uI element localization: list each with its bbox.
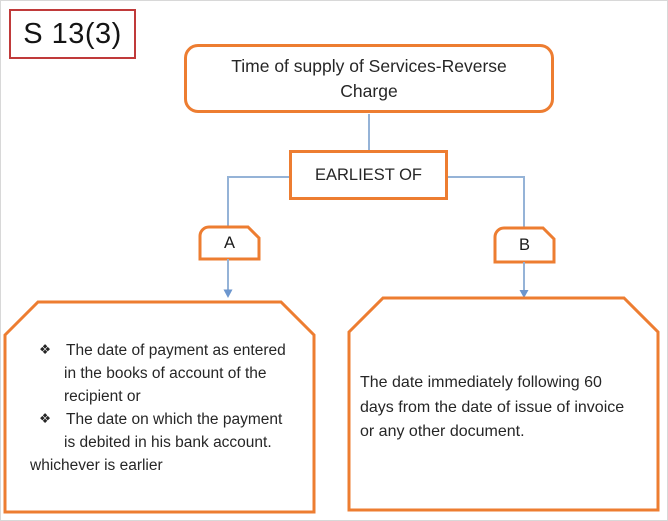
left-detail-box-shape [3, 300, 316, 514]
right-detail-box-shape [347, 296, 660, 512]
bullet-item-text: in the books of account of the [64, 365, 267, 382]
footer-note-text: whichever is earlier [30, 457, 163, 474]
title-line-2: Charge [340, 80, 398, 101]
title-line-1: Time of supply of Services-Reverse [231, 55, 507, 76]
footer-note: whichever is earlier [30, 454, 326, 477]
bullet-item-text: The date of payment as entered [66, 342, 286, 359]
section-badge-label: S 13(3) [23, 17, 122, 50]
branch-b-node-shape [493, 226, 556, 264]
bullet-item-text: is debited in his bank account. [64, 434, 272, 451]
bullet-item-text: The date on which the payment [66, 411, 283, 428]
decision-node-label: EARLIEST OF [315, 165, 422, 184]
bullet-item-continuation: recipient or [64, 385, 326, 408]
diamond-bullet-icon: ❖ [39, 411, 52, 427]
right-box-line: days from the date of issue of invoice [360, 398, 625, 416]
left-detail-box-text: ❖ The date of payment as entered in the … [30, 339, 326, 477]
branch-a-label: A [223, 233, 235, 252]
right-box-line: or any other document. [360, 423, 525, 440]
decision-node: EARLIEST OF [289, 150, 448, 200]
arrow-b-head-icon [519, 290, 529, 298]
branch-b-label: B [518, 235, 530, 254]
bullet-item: ❖ The date on which the payment [39, 408, 326, 431]
bullet-item-text: recipient or [64, 388, 141, 405]
branch-a-node-shape [198, 225, 261, 261]
diamond-bullet-icon: ❖ [39, 342, 52, 358]
section-badge: S 13(3) [9, 9, 136, 59]
bullet-item-continuation: is debited in his bank account. [64, 431, 326, 454]
title-node: Time of supply of Services-Reverse Charg… [184, 44, 554, 113]
connector-earliest-to-b [448, 176, 525, 229]
bullet-item-continuation: in the books of account of the [64, 362, 326, 385]
bullet-item: ❖ The date of payment as entered [39, 339, 326, 362]
connector-earliest-to-a [227, 176, 289, 228]
right-box-line: The date immediately following 60 [360, 374, 602, 391]
right-detail-box-text: The date immediately following 60 days f… [360, 371, 656, 445]
arrow-a-head-icon [223, 289, 233, 298]
